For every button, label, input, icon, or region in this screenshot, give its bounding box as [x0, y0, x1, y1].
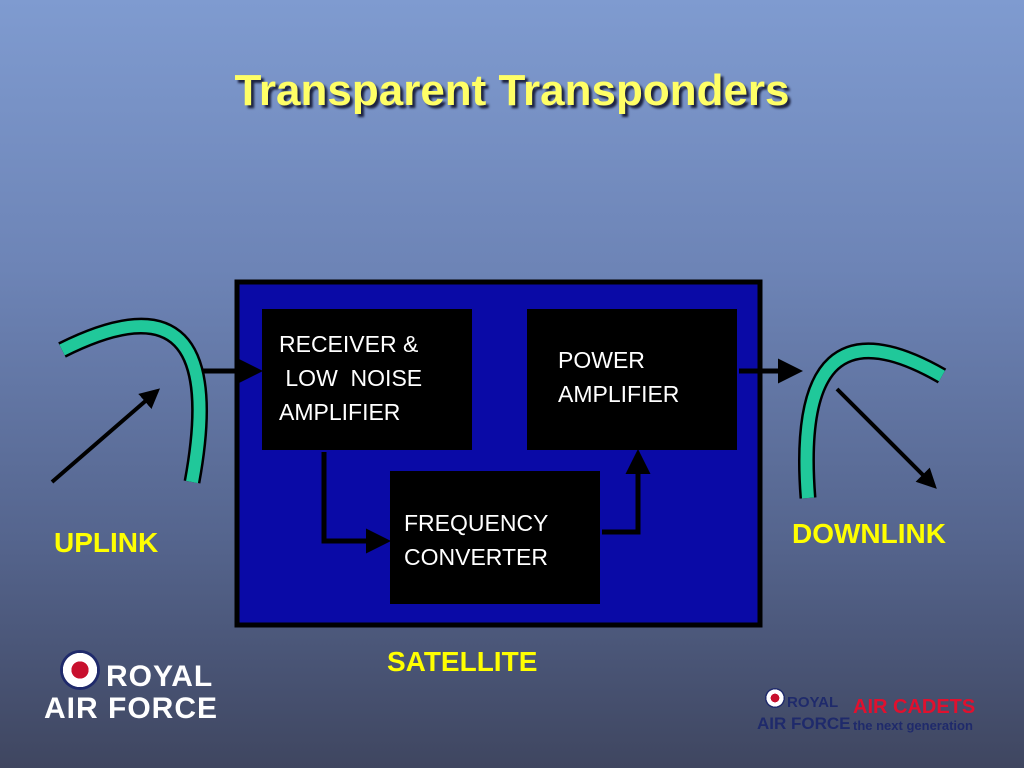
- uplink-antenna-dish: [58, 317, 209, 484]
- receiver-line-2: LOW NOISE: [279, 365, 422, 391]
- satellite-label: SATELLITE: [387, 646, 537, 677]
- cadets-logo-royal: ROYAL: [787, 694, 839, 711]
- uplink-label: UPLINK: [54, 527, 158, 558]
- cadets-logo-tagline: the next generation: [853, 718, 973, 733]
- power-amplifier-box: [527, 309, 737, 450]
- air-cadets-logo: ROYAL AIR FORCE AIR CADETS the next gene…: [757, 688, 997, 738]
- raf-logo: ROYAL AIR FORCE: [44, 650, 224, 726]
- frequency-converter-box: [390, 471, 600, 604]
- slide-title: Transparent Transponders: [234, 66, 790, 115]
- receiver-line-3: AMPLIFIER: [279, 399, 400, 425]
- power-line-2: AMPLIFIER: [558, 381, 679, 407]
- receiver-line-1: RECEIVER &: [279, 331, 418, 357]
- converter-line-2: CONVERTER: [404, 544, 548, 570]
- downlink-label: DOWNLINK: [792, 518, 946, 549]
- uplink-signal-arrow: [50, 388, 161, 484]
- converter-line-1: FREQUENCY: [404, 510, 548, 536]
- downlink-antenna-dish-fill: [800, 344, 945, 499]
- power-line-1: POWER: [558, 347, 645, 373]
- raf-logo-airforce: AIR FORCE: [44, 692, 218, 725]
- downlink-signal-arrow: [835, 387, 937, 489]
- roundel-icon: [60, 650, 100, 690]
- raf-logo-royal: ROYAL: [106, 660, 214, 693]
- frequency-converter-label: FREQUENCY CONVERTER: [404, 510, 554, 570]
- roundel-small-icon: [765, 688, 785, 708]
- arrow-converter-to-amplifier: [602, 449, 651, 535]
- cadets-logo-name: AIR CADETS: [853, 696, 976, 718]
- receiver-label: RECEIVER & LOW NOISE AMPLIFIER: [279, 331, 429, 425]
- cadets-logo-airforce: AIR FORCE: [757, 714, 851, 733]
- receiver-box: [262, 309, 472, 450]
- arrow-receiver-to-converter: [321, 452, 391, 554]
- uplink-antenna-dish-fill: [59, 320, 206, 484]
- power-amplifier-label: POWER AMPLIFIER: [558, 347, 679, 407]
